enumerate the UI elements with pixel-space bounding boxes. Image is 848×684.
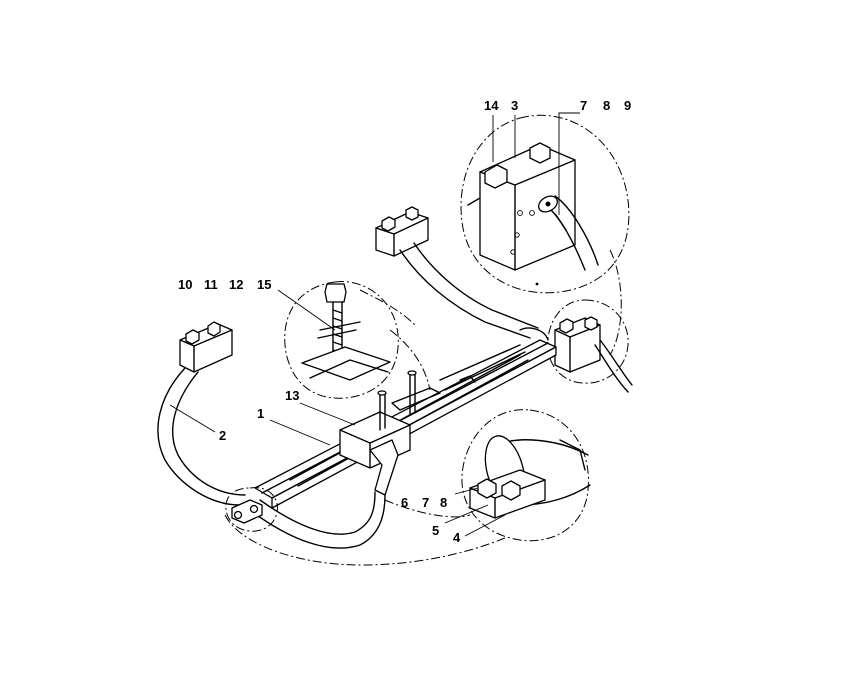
callout-5: 5 <box>432 523 439 538</box>
callout-11: 11 <box>204 277 218 292</box>
callout-15: 15 <box>257 277 271 292</box>
callout-3: 3 <box>511 98 518 113</box>
tow-bar-frame <box>157 206 557 549</box>
callout-8: 8 <box>603 98 610 113</box>
callout-1: 1 <box>257 406 264 421</box>
callout-2: 2 <box>219 428 226 443</box>
callout-7: 7 <box>580 98 587 113</box>
detail-view-bolt <box>277 281 431 399</box>
detail-view-bracket <box>460 112 630 294</box>
callout-14: 14 <box>484 98 499 113</box>
callout-10: 10 <box>178 277 192 292</box>
detail-link-bolt <box>359 289 416 326</box>
detail-link-bottom <box>224 514 506 566</box>
callout-6: 6 <box>401 495 408 510</box>
callout-12: 12 <box>229 277 243 292</box>
detail-view-clamp <box>384 409 591 542</box>
callout-13: 13 <box>285 388 299 403</box>
leader-lines <box>169 402 506 537</box>
callout-labels: 14 3 7 8 9 10 11 12 15 13 1 2 6 7 8 5 4 <box>178 98 631 545</box>
callout-7-lower: 7 <box>422 495 429 510</box>
callout-4: 4 <box>453 530 461 545</box>
detail-link-right <box>609 249 622 356</box>
bracket-right <box>547 299 633 393</box>
callout-8-lower: 8 <box>440 495 447 510</box>
callout-9: 9 <box>624 98 631 113</box>
